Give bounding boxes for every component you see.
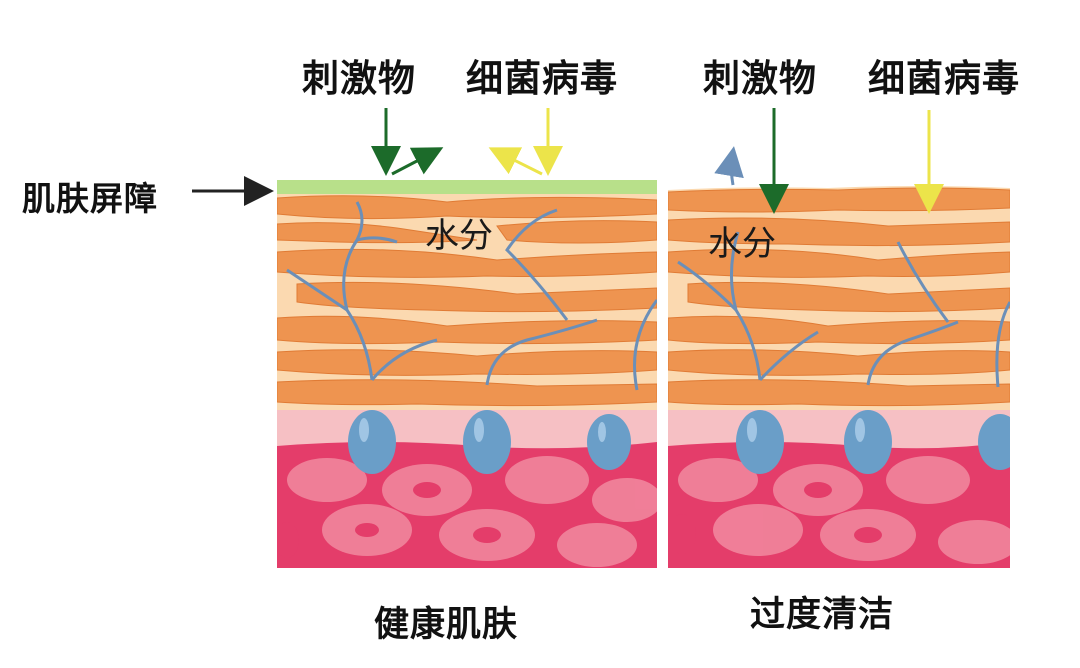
right-bacteria-label: 细菌病毒 — [868, 57, 1020, 100]
left-bacteria-deflect-arrow — [488, 147, 543, 176]
over-cleansed-skin-panel: 水分 — [668, 182, 1010, 568]
water-droplets — [348, 410, 631, 474]
healthy-skin-panel: 水分 — [277, 180, 657, 568]
water-label-over-cleansed: 水分 — [708, 224, 776, 264]
right-irritant-label: 刺激物 — [703, 57, 817, 100]
left-bacteria-label: 细菌病毒 — [466, 57, 618, 100]
left-irritant-label: 刺激物 — [302, 57, 416, 100]
water-label-healthy: 水分 — [425, 216, 493, 256]
left-irritant-deflect-arrow — [391, 147, 444, 176]
skin-barrier-label: 肌肤屏障 — [22, 179, 158, 218]
over-cleansed-caption: 过度清洁 — [750, 595, 895, 635]
healthy-skin-illustration — [277, 180, 657, 568]
water-escape-arrow — [714, 146, 744, 186]
healthy-skin-caption: 健康肌肤 — [374, 605, 519, 645]
barrier-layer — [277, 180, 657, 194]
